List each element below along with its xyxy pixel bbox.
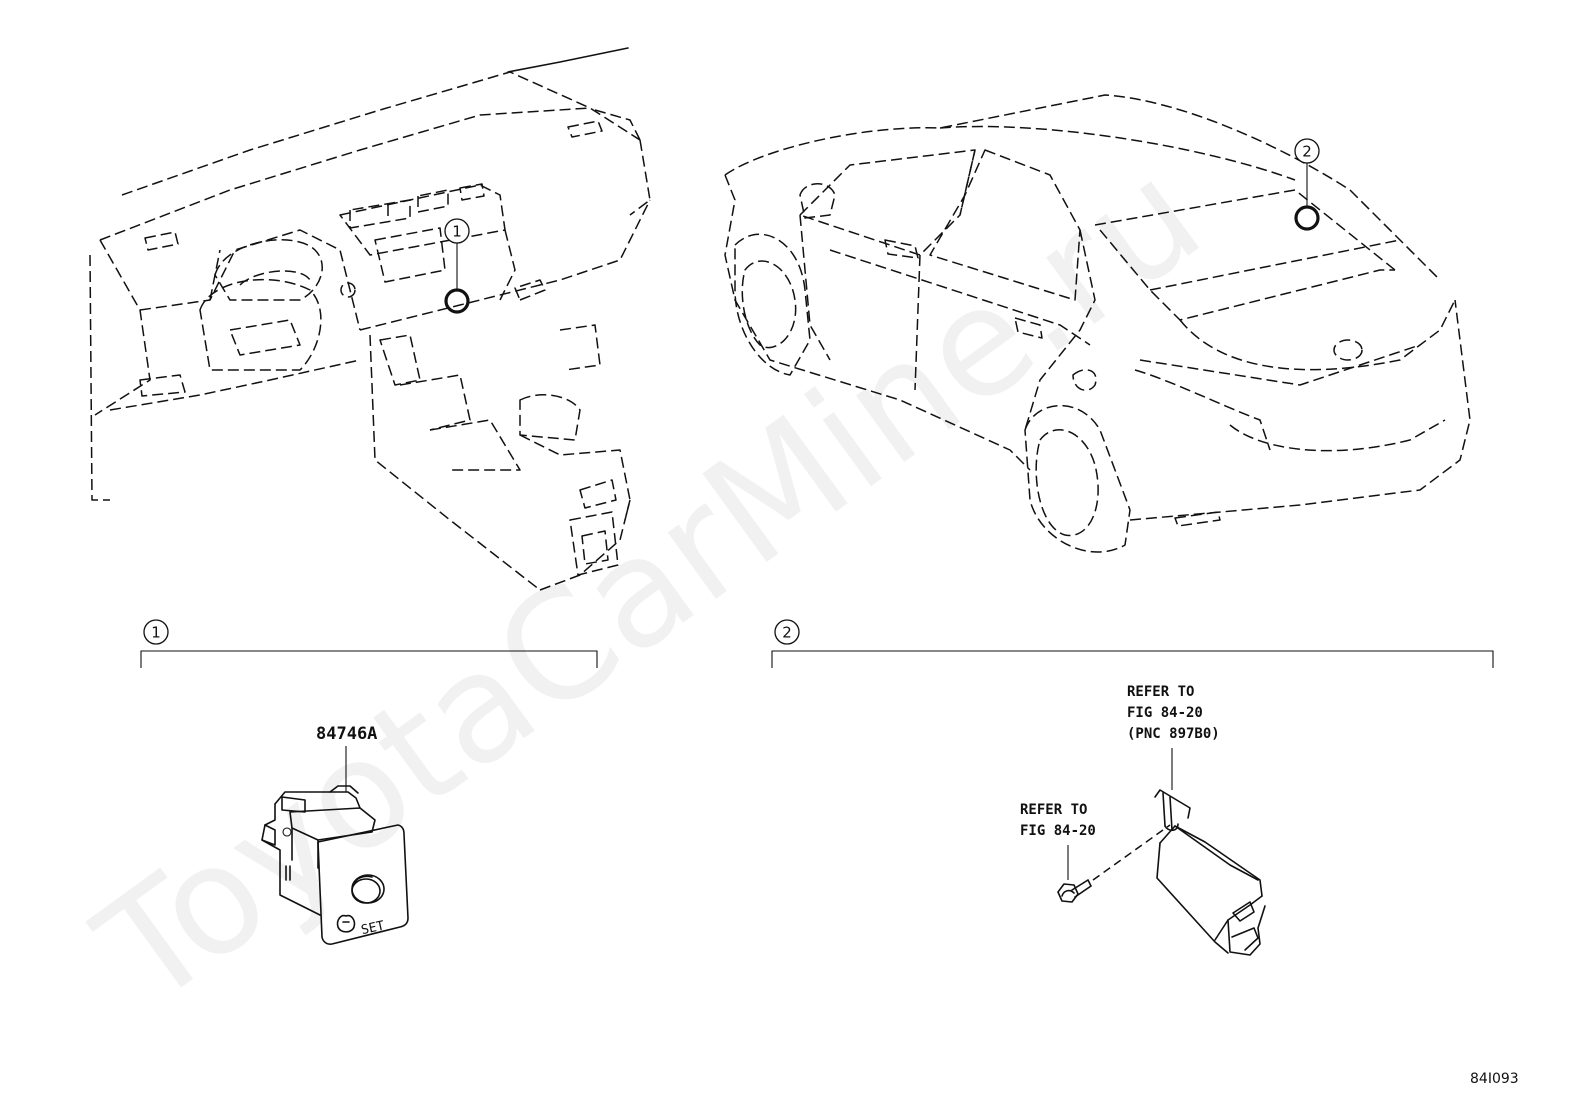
section-2-bracket <box>771 650 1494 668</box>
location-marker-1 <box>444 288 470 314</box>
section-2-callout-number: 2 <box>782 624 792 642</box>
figure-id: 84I093 <box>1470 1071 1519 1087</box>
watermark-text: ToyotaCarMine.ru <box>68 128 1231 1040</box>
part-number-84746a: 84746A <box>316 724 377 744</box>
section-1-callout <box>143 619 169 645</box>
locator-callout-2-number: 2 <box>1302 143 1312 161</box>
section-1: 1 84746A SET <box>140 619 598 945</box>
refer-note-lower-line-1: REFER TO <box>1020 802 1087 818</box>
section-1-bracket <box>140 650 598 668</box>
refer-note-upper-line-2: FIG 84-20 <box>1127 705 1203 721</box>
switch-set-label: SET <box>360 919 386 939</box>
vehicle-illustration: 2 <box>724 94 1471 553</box>
locator-callout-1 <box>444 218 470 244</box>
refer-note-upper-line-1: REFER TO <box>1127 684 1194 700</box>
location-marker-2 <box>1294 205 1320 231</box>
tire-pressure-set-switch: SET <box>261 785 409 945</box>
section-2: 2 REFER TO FIG 84-20 (PNC 897B0) REFER T… <box>771 619 1494 956</box>
dashboard-illustration: 1 <box>89 47 651 591</box>
section-1-callout-number: 1 <box>151 624 161 642</box>
refer-note-upper-line-3: (PNC 897B0) <box>1127 726 1220 742</box>
locator-callout-1-number: 1 <box>452 223 462 241</box>
refer-note-lower-line-2: FIG 84-20 <box>1020 823 1096 839</box>
mounting-bolt <box>1057 879 1092 903</box>
locator-callout-2 <box>1294 138 1320 164</box>
section-2-callout <box>774 619 800 645</box>
tire-pressure-receiver <box>1154 789 1266 956</box>
